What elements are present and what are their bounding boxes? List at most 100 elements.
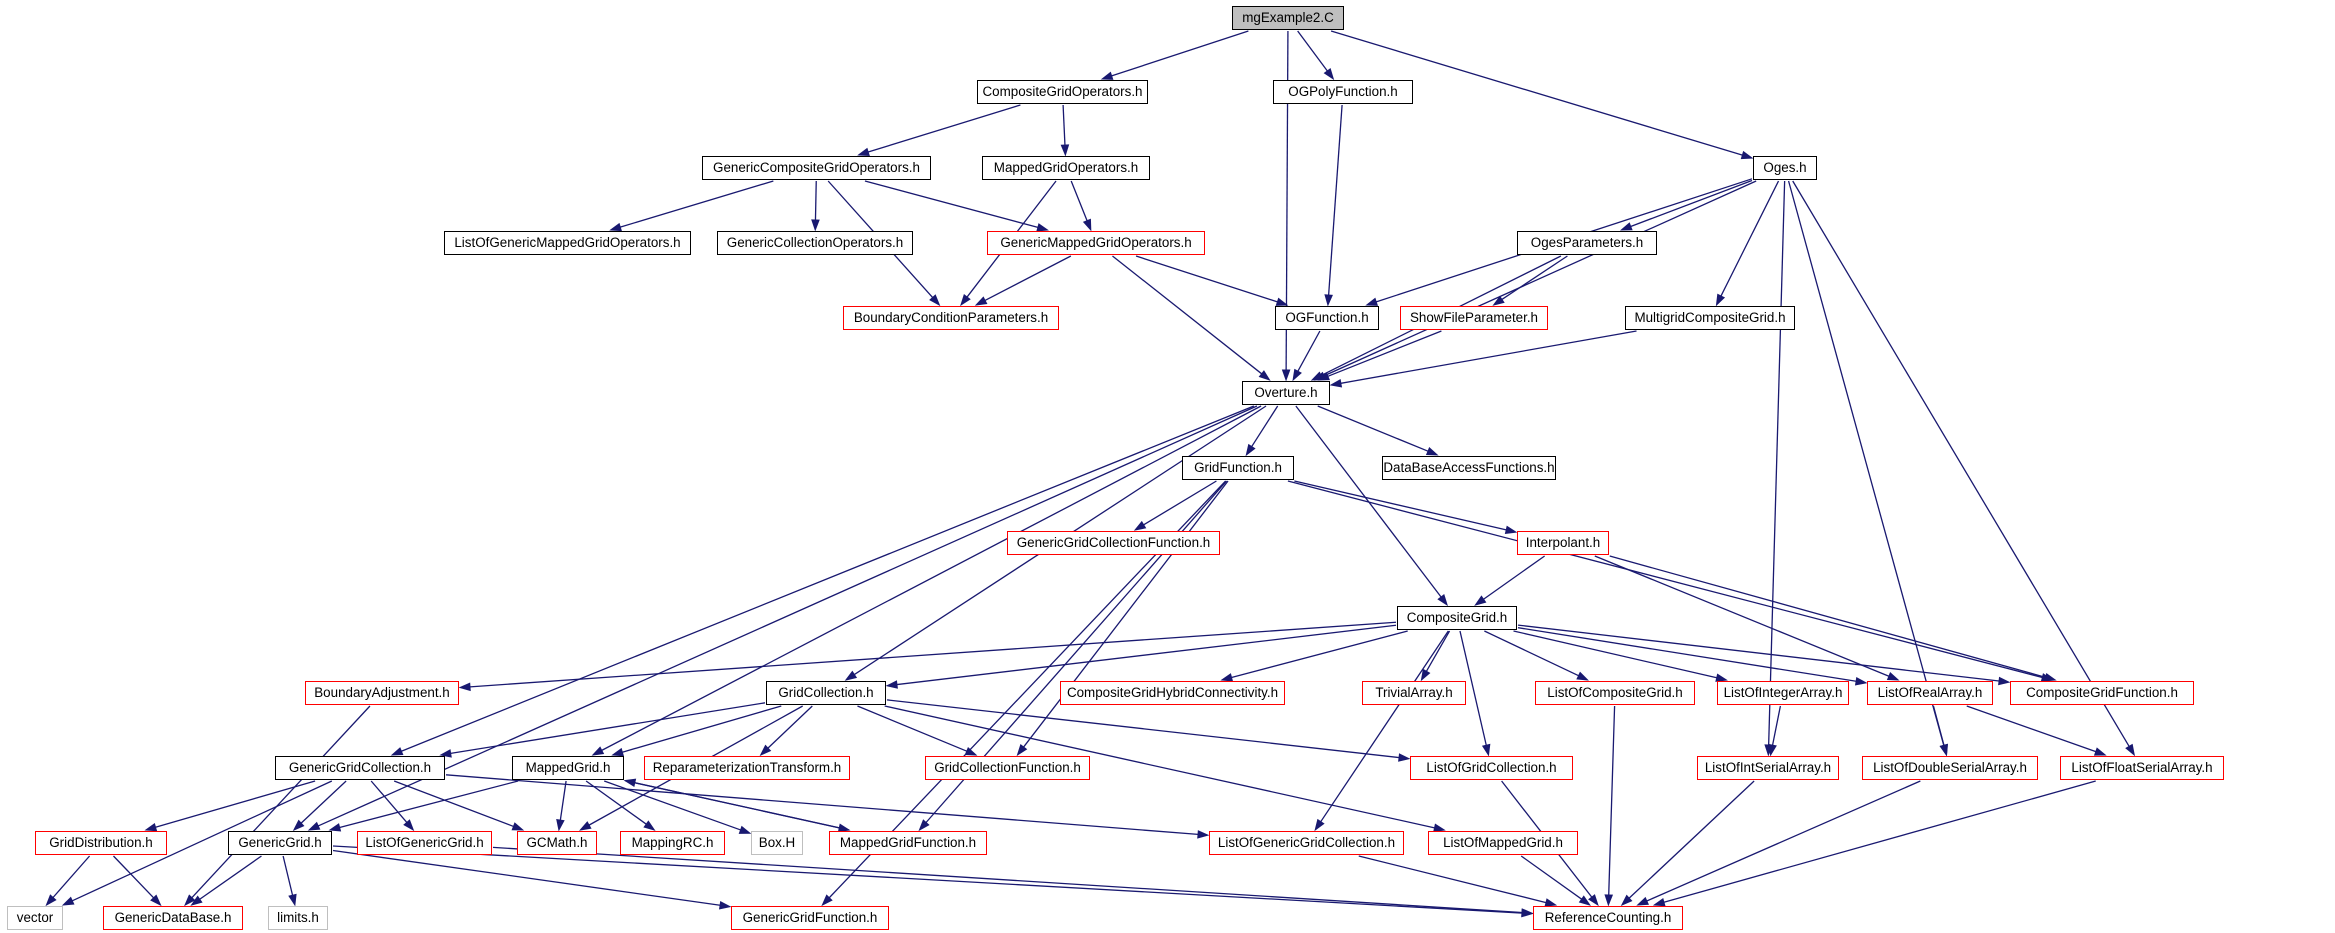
node-mapped-grid-function[interactable]: MappedGridFunction.h [829,831,987,855]
node-generic-grid-function[interactable]: GenericGridFunction.h [731,906,889,930]
node-list-of-grid-collection[interactable]: ListOfGridCollection.h [1410,756,1573,780]
edge-mgrid-to-gcm [556,780,567,832]
edge-ov-to-mgrid [591,405,1262,756]
node-composite-grid-hybrid-connectivity[interactable]: CompositeGridHybridConnectivity.h [1060,681,1285,705]
node-generic-database[interactable]: GenericDataBase.h [103,906,243,930]
node-generic-grid-collection-function[interactable]: GenericGridCollectionFunction.h [1007,531,1220,555]
node-list-of-real-array[interactable]: ListOfRealArray.h [1867,681,1993,705]
edge-arrowhead [307,821,321,831]
edge-arrowhead [1317,372,1330,381]
node-multigrid-composite-grid[interactable]: MultigridCompositeGrid.h [1625,306,1795,330]
edge-arrowhead [857,147,870,157]
node-mgexample2-c[interactable]: mgExample2.C [1232,6,1344,30]
node-list-of-generic-grid[interactable]: ListOfGenericGrid.h [357,831,492,855]
edge-line [1594,555,1890,677]
node-mapping-rc[interactable]: MappingRC.h [620,831,725,855]
node-og-function[interactable]: OGFunction.h [1275,306,1379,330]
edge-line [1251,405,1279,447]
node-generic-mapped-grid-operators[interactable]: GenericMappedGridOperators.h [987,231,1205,255]
node-mapped-grid[interactable]: MappedGrid.h [512,756,624,780]
edge-mg-to-oges [1330,30,1754,160]
edge-line [1327,330,1442,377]
edge-arrowhead [759,744,772,757]
node-generic-composite-grid-operators[interactable]: GenericCompositeGridOperators.h [702,156,931,180]
edge-arrowhead [579,821,592,831]
edge-line [1294,480,1507,531]
edge-arrowhead [190,895,203,906]
edge-line [1070,180,1088,221]
edge-line [1425,630,1451,672]
node-list-of-double-serial-array[interactable]: ListOfDoubleSerialArray.h [1862,756,2038,780]
edge-cg-to-locg [1484,630,1589,681]
node-reparameterization-transform[interactable]: ReparameterizationTransform.h [644,756,850,780]
edge-arrowhead [1636,896,1649,906]
edge-line [191,705,371,899]
node-list-of-integer-array[interactable]: ListOfIntegerArray.h [1717,681,1849,705]
node-trivial-array[interactable]: TrivialArray.h [1362,681,1466,705]
edge-line [300,780,347,824]
edge-line [1517,624,2000,682]
node-og-poly-function[interactable]: OGPolyFunction.h [1273,80,1413,104]
node-interpolant[interactable]: Interpolant.h [1517,531,1609,555]
node-generic-grid-collection[interactable]: GenericGridCollection.h [275,756,445,780]
node-gc-math[interactable]: GCMath.h [517,831,597,855]
edge-arrowhead [929,294,941,307]
node-oges-parameters[interactable]: OgesParameters.h [1517,231,1657,255]
node-limits-h: limits.h [268,906,328,930]
edge-arrowhead [1275,297,1289,306]
edge-arrowhead [1604,894,1614,907]
edge-arrowhead [1197,830,1210,839]
edge-arrowhead [1886,672,1900,681]
edge-mgo-to-gmgo [1070,180,1092,232]
node-list-of-float-serial-array[interactable]: ListOfFloatSerialArray.h [2060,756,2224,780]
edge-line [1297,30,1328,72]
edge-arrowhead [1998,676,2011,686]
node-list-of-mapped-grid[interactable]: ListOfMappedGrid.h [1428,831,1578,855]
edge-line [445,774,1199,836]
node-grid-collection-function[interactable]: GridCollectionFunction.h [925,756,1090,780]
edge-loia-to-loisa [1768,705,1782,757]
node-mapped-grid-operators[interactable]: MappedGridOperators.h [982,156,1150,180]
edge-line [52,855,91,898]
node-list-of-generic-mapped-grid-operators[interactable]: ListOfGenericMappedGridOperators.h [444,231,691,255]
edge-gmgo-to-ogf [1135,255,1289,306]
node-oges[interactable]: Oges.h [1753,156,1817,180]
node-composite-grid[interactable]: CompositeGrid.h [1397,606,1517,630]
edge-ov-to-gg [307,405,1258,831]
edge-arrowhead [292,819,305,832]
edge-line [155,780,316,828]
node-grid-distribution[interactable]: GridDistribution.h [35,831,167,855]
node-boundary-condition-parameters[interactable]: BoundaryConditionParameters.h [843,306,1059,330]
edge-line [896,624,1397,686]
edge-arrowhead [1715,673,1728,682]
edge-cgo-to-gcgo [857,104,1021,157]
node-list-of-int-serial-array[interactable]: ListOfIntSerialArray.h [1697,756,1839,780]
edge-arrowhead [1576,671,1589,681]
node-composite-grid-operators[interactable]: CompositeGridOperators.h [977,80,1148,104]
node-list-of-composite-grid[interactable]: ListOfCompositeGrid.h [1535,681,1695,705]
edge-arrowhead [1314,818,1325,832]
node-grid-collection[interactable]: GridCollection.h [766,681,886,705]
node-show-file-parameter[interactable]: ShowFileParameter.h [1400,306,1548,330]
node-generic-collection-operators[interactable]: GenericCollectionOperators.h [717,231,913,255]
node-boundary-adjustment[interactable]: BoundaryAdjustment.h [305,681,459,705]
edge-arrowhead [1258,370,1271,381]
edge-arrowhead [1521,908,1534,917]
edge-ggc-to-gcm [393,780,525,831]
edge-line [559,780,567,821]
node-generic-grid[interactable]: GenericGrid.h [228,831,332,855]
edge-ggc-to-gd [144,780,316,832]
edge-arrowhead [1619,222,1633,231]
node-database-access-functions[interactable]: DataBaseAccessFunctions.h [1382,456,1556,480]
edge-cg-to-logc [1459,630,1491,757]
node-overture[interactable]: Overture.h [1242,381,1330,405]
node-grid-function[interactable]: GridFunction.h [1182,456,1294,480]
node-list-of-generic-grid-collection[interactable]: ListOfGenericGridCollection.h [1209,831,1404,855]
edge-gg-to-gdb [190,855,262,906]
node-reference-counting[interactable]: ReferenceCounting.h [1533,906,1683,930]
edge-arrowhead [390,747,404,756]
edge-gc-to-logc [886,699,1411,762]
edge-gcgo-to-logmgo [609,180,774,232]
edge-arrowhead [1323,68,1335,81]
node-composite-grid-function[interactable]: CompositeGridFunction.h [2010,681,2194,705]
